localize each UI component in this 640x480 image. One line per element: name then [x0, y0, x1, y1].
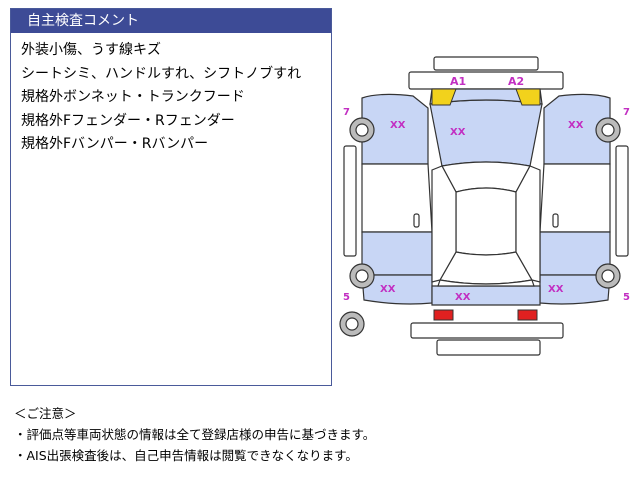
front-left-number: 7	[343, 107, 350, 118]
left-front-fender	[361, 93, 429, 165]
left-front-door	[361, 163, 433, 233]
hood-code: XX	[450, 127, 466, 138]
left-pillar	[431, 165, 457, 283]
front-bumper-top-strip	[433, 56, 539, 71]
spare-wheel	[339, 311, 365, 337]
comment-line: 外装小傷、うす線キズ	[21, 42, 161, 58]
note-item: ・AIS出張検査後は、自己申告情報は閲覧できなくなります。	[14, 448, 358, 463]
front-left-wheel	[349, 117, 375, 143]
right-headlight-marker	[515, 88, 541, 106]
rear-bumper	[410, 322, 564, 339]
rear-right-wheel	[595, 263, 621, 289]
rear-right-fender-code: XX	[548, 284, 564, 295]
left-headlight-marker	[431, 88, 457, 106]
rear-bumper-area	[431, 285, 541, 306]
vehicle-damage-diagram: A1 A2 XX XX XX XX XX XX 7 7 5 5	[339, 56, 630, 356]
front-right-number: 7	[623, 107, 630, 118]
left-side-skirt	[343, 145, 357, 257]
right-front-fender	[543, 93, 611, 165]
comment-line: シートシミ、ハンドルすれ、シフトノブすれ	[21, 65, 302, 82]
rear-left-number: 5	[343, 292, 350, 303]
comment-line: 規格外ボンネット・トランクフード	[21, 89, 245, 105]
notes-heading: ＜ご注意＞	[14, 406, 77, 421]
roof	[455, 187, 517, 256]
right-pillar	[515, 165, 541, 283]
front-bumper	[408, 71, 564, 90]
front-left-fender-code: XX	[390, 120, 406, 131]
note-item: ・評価点等車両状態の情報は全て登録店様の申告に基づきます。	[14, 427, 376, 442]
rear-bumper-code: XX	[455, 292, 471, 303]
comment-line: 規格外Fバンパー・Rバンパー	[21, 136, 209, 152]
hood	[429, 99, 543, 167]
right-taillight-marker	[517, 309, 538, 321]
front-right-wheel	[595, 117, 621, 143]
comment-line: 規格外Fフェンダー・Rフェンダー	[21, 112, 235, 129]
comment-list: 外装小傷、うす線キズ シートシミ、ハンドルすれ、シフトノブすれ 規格外ボンネット…	[11, 33, 331, 157]
left-door-handle	[413, 213, 420, 228]
right-side-skirt	[615, 145, 629, 257]
inspection-comment-panel: 自主検査コメント 外装小傷、うす線キズ シートシミ、ハンドルすれ、シフトノブすれ…	[10, 8, 332, 386]
trunk	[437, 279, 535, 287]
rear-right-number: 5	[623, 292, 630, 303]
right-front-door	[539, 163, 611, 233]
headlight-left-code: A1	[450, 75, 466, 88]
front-right-fender-code: XX	[568, 120, 584, 131]
left-taillight-marker	[433, 309, 454, 321]
headlight-right-code: A2	[508, 75, 524, 88]
rear-bumper-bottom-strip	[436, 339, 541, 356]
left-rear-door	[361, 231, 433, 276]
right-door-handle	[552, 213, 559, 228]
notes-section: ＜ご注意＞ ・評価点等車両状態の情報は全て登録店様の申告に基づきます。 ・AIS…	[14, 403, 375, 466]
rear-left-wheel	[349, 263, 375, 289]
panel-title: 自主検査コメント	[11, 9, 331, 33]
rear-left-fender-code: XX	[380, 284, 396, 295]
